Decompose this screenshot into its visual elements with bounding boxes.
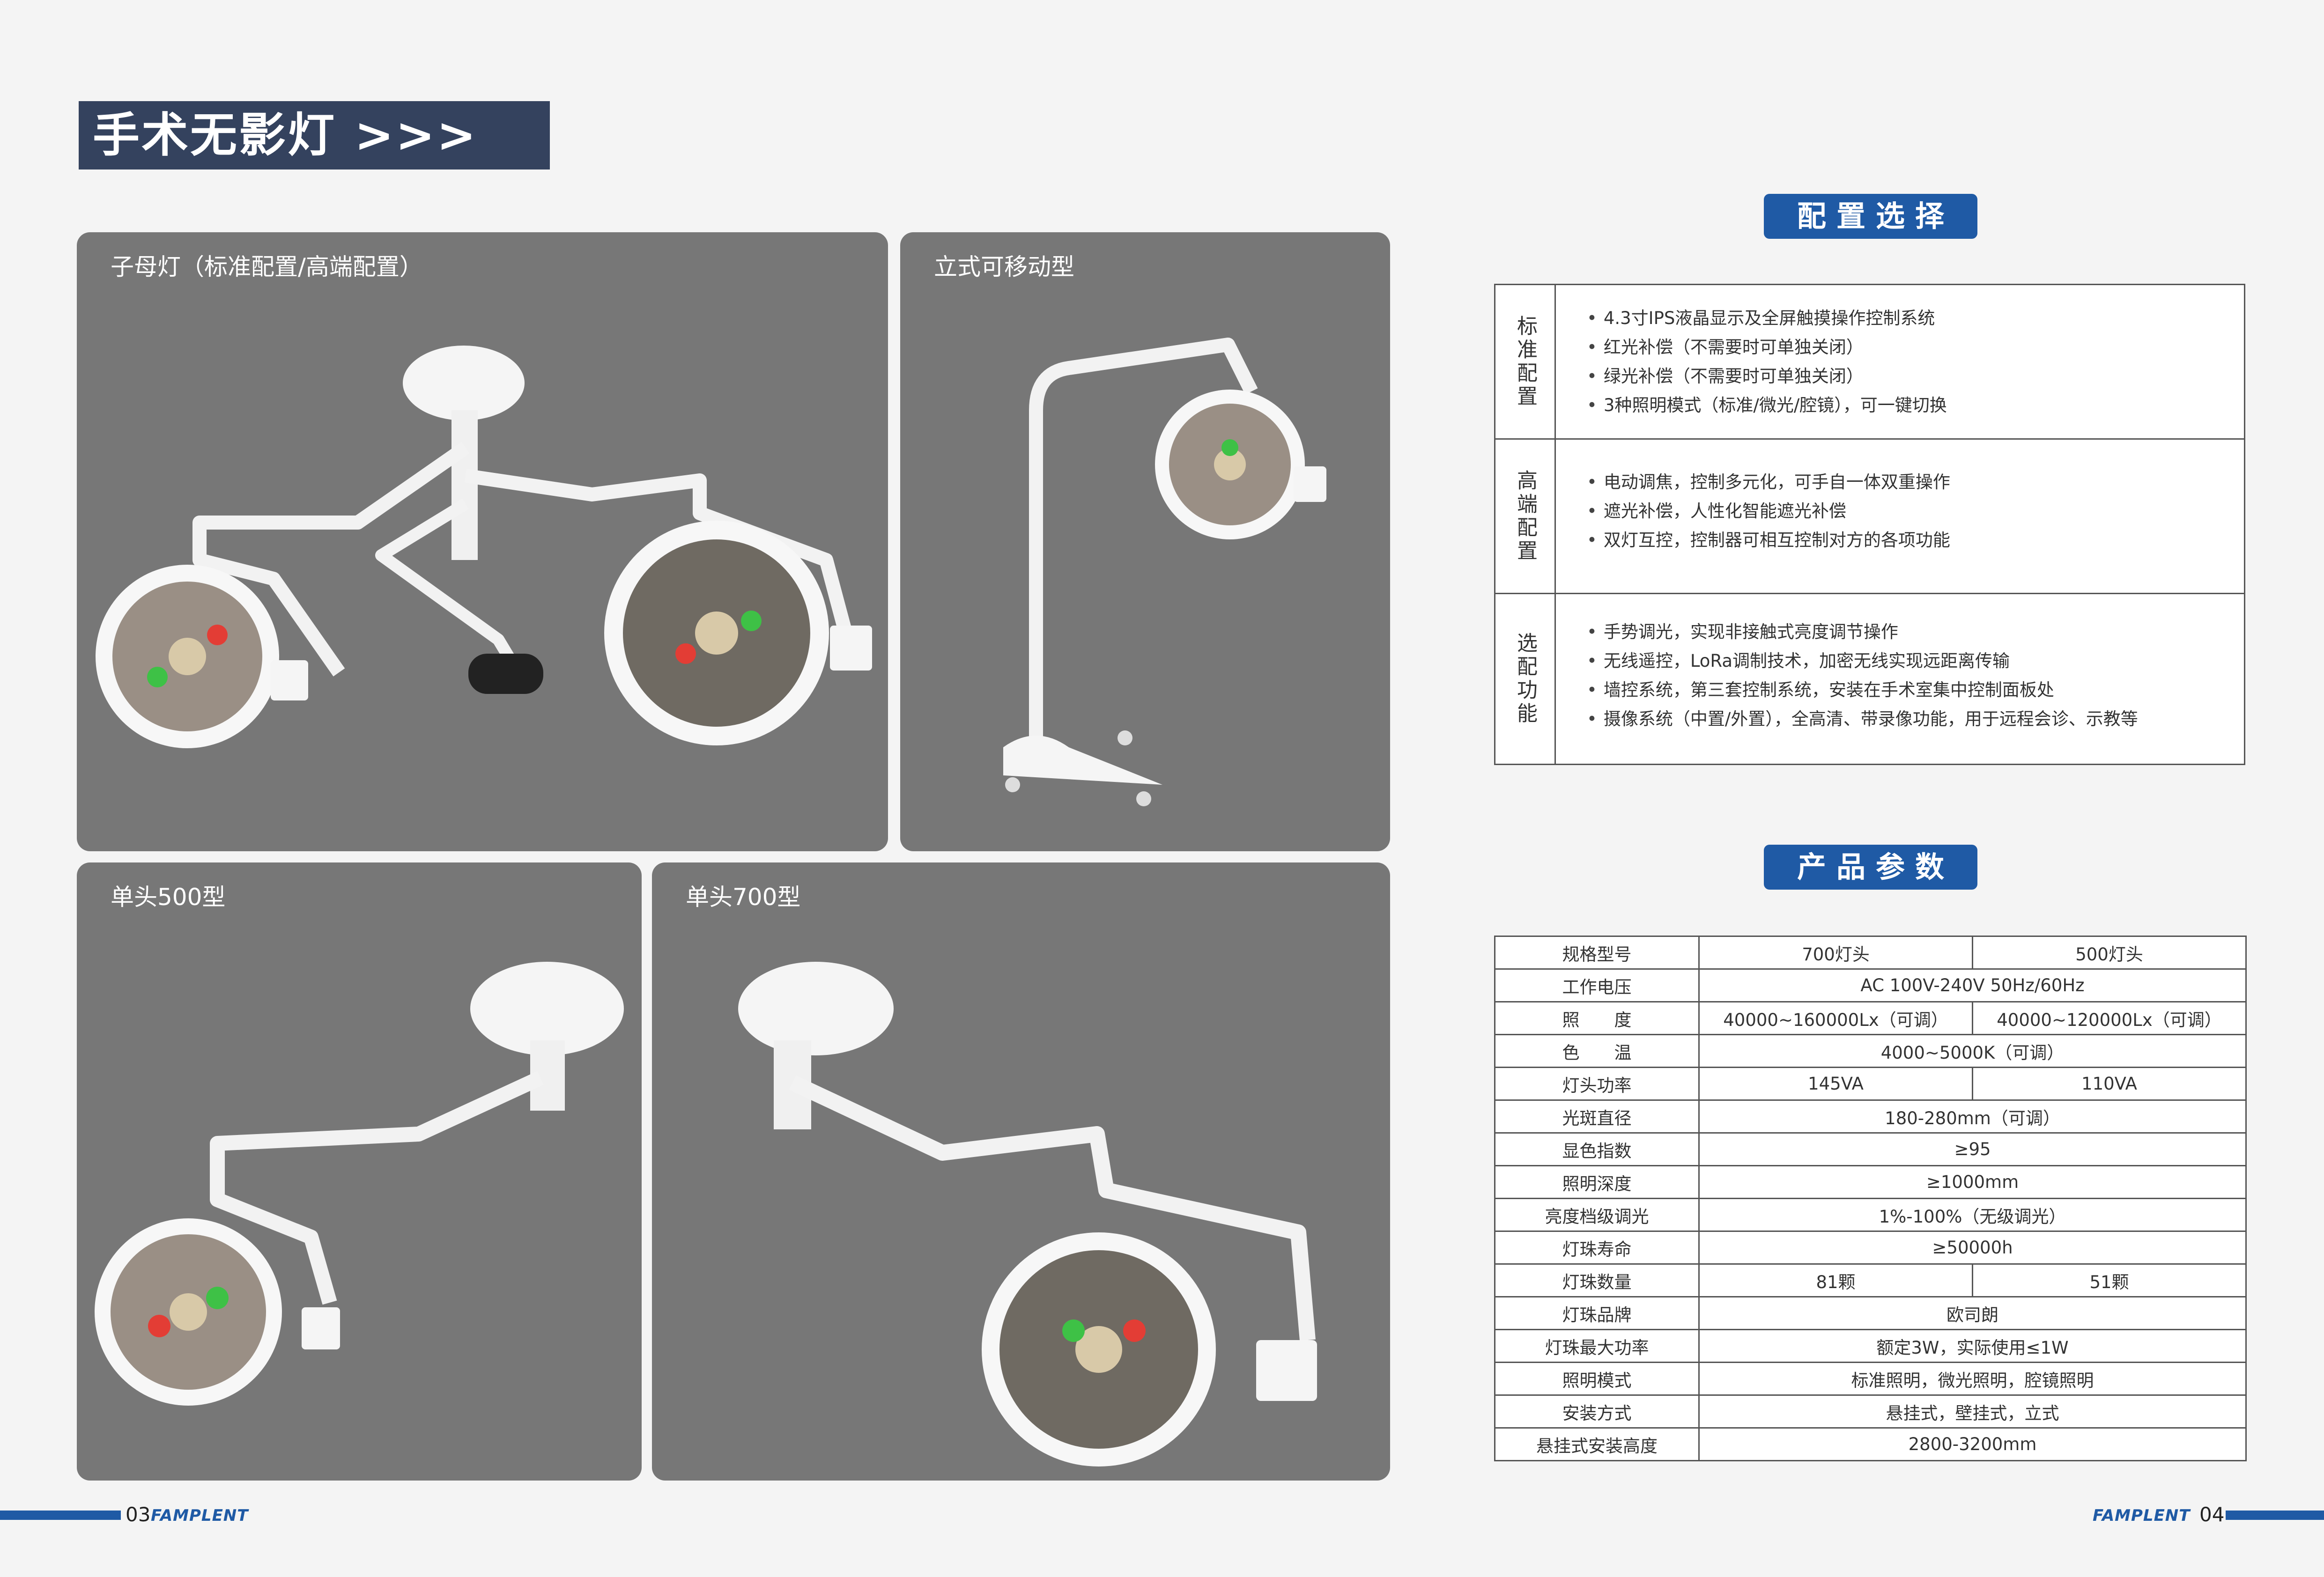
config-category: 选配功能 — [1495, 594, 1556, 764]
footer-bar-right — [2226, 1511, 2324, 1520]
page-number-right: 04 — [2199, 1503, 2225, 1526]
control-panel-icon — [830, 626, 872, 671]
config-section-title: 配置选择 — [1764, 194, 1977, 239]
params-label: 色 温 — [1494, 1034, 1700, 1068]
params-value: 悬挂式，壁挂式，立式 — [1698, 1394, 2247, 1429]
params-value: AC 100V-240V 50Hz/60Hz — [1698, 968, 2247, 1002]
params-value: 2800-3200mm — [1698, 1427, 2247, 1461]
config-item: 遮光补偿，人性化智能遮光补偿 — [1587, 497, 2235, 526]
params-value: 145VA — [1698, 1067, 1973, 1101]
params-row: 照明深度≥1000mm — [1494, 1165, 2247, 1199]
params-row: 灯珠品牌欧司朗 — [1494, 1296, 2247, 1330]
config-item: 红光补偿（不需要时可单独关闭） — [1587, 333, 2235, 362]
params-value: 额定3W，实际使用≤1W — [1698, 1329, 2247, 1363]
control-panel-icon — [271, 660, 308, 700]
page-number-left: 03 — [126, 1503, 151, 1526]
config-items: 手势调光，实现非接触式亮度调节操作 无线遥控，LoRa调制技术，加密无线实现远距… — [1587, 618, 2235, 734]
params-value: 700灯头 — [1698, 936, 1973, 970]
config-item: 3种照明模式（标准/微光/腔镜），可一键切换 — [1587, 391, 2235, 420]
params-row: 灯珠最大功率额定3W，实际使用≤1W — [1494, 1329, 2247, 1363]
params-label: 灯珠数量 — [1494, 1263, 1700, 1297]
params-row: 显色指数≥95 — [1494, 1132, 2247, 1166]
config-row-premium: 高端配置 电动调焦，控制多元化，可手自一体双重操作 遮光补偿，人性化智能遮光补偿… — [1495, 440, 2244, 594]
params-section-title: 产品参数 — [1764, 845, 1977, 890]
single-500-illustration — [95, 962, 624, 1406]
dual-lamp-illustration — [96, 346, 872, 748]
params-label: 规格型号 — [1494, 936, 1700, 970]
params-value: 180-280mm（可调） — [1698, 1099, 2247, 1134]
params-row: 灯珠寿命≥50000h — [1494, 1231, 2247, 1265]
params-label: 照明深度 — [1494, 1165, 1700, 1199]
brand-logo-right: FAMPLENT — [2093, 1506, 2191, 1525]
footer-bar-left — [0, 1511, 121, 1520]
params-value: 110VA — [1972, 1067, 2247, 1101]
params-value: 4000~5000K（可调） — [1698, 1034, 2247, 1068]
config-category: 标准配置 — [1495, 285, 1556, 438]
panel-mobile-lamp: 立式可移动型 — [900, 232, 1390, 851]
params-label: 亮度档级调光 — [1494, 1198, 1700, 1232]
panel-title: 子母灯（标准配置/高端配置） — [111, 253, 423, 280]
panel-dual-lamp: 子母灯（标准配置/高端配置） — [77, 232, 888, 851]
config-item: 双灯互控，控制器可相互控制对方的各项功能 — [1587, 526, 2235, 555]
panel-single-500: 单头500型 — [77, 862, 642, 1481]
config-item: 4.3寸IPS液晶显示及全屏触摸操作控制系统 — [1587, 304, 2235, 333]
config-item: 摄像系统（中置/外置），全高清、带录像功能，用于远程会诊、示教等 — [1587, 705, 2235, 734]
params-label: 悬挂式安装高度 — [1494, 1427, 1700, 1461]
params-value: 40000~160000Lx（可调） — [1698, 1001, 1973, 1035]
params-value: 40000~120000Lx（可调） — [1972, 1001, 2247, 1035]
params-value: 标准照明，微光照明，腔镜照明 — [1698, 1362, 2247, 1396]
config-item: 绿光补偿（不需要时可单独关闭） — [1587, 362, 2235, 391]
params-label: 灯头功率 — [1494, 1067, 1700, 1101]
params-row: 照明模式标准照明，微光照明，腔镜照明 — [1494, 1362, 2247, 1396]
params-value: ≥95 — [1698, 1132, 2247, 1166]
params-label: 灯珠最大功率 — [1494, 1329, 1700, 1363]
panel-title: 单头700型 — [686, 884, 801, 911]
panel-title: 单头500型 — [111, 884, 226, 911]
config-item: 电动调焦，控制多元化，可手自一体双重操作 — [1587, 468, 2235, 497]
panel-single-700: 单头700型 — [652, 862, 1390, 1481]
mobile-lamp-illustration — [1003, 338, 1326, 806]
params-label: 灯珠寿命 — [1494, 1231, 1700, 1265]
params-label: 灯珠品牌 — [1494, 1296, 1700, 1330]
params-value: ≥1000mm — [1698, 1165, 2247, 1199]
params-value: 500灯头 — [1972, 936, 2247, 970]
config-table: 标准配置 4.3寸IPS液晶显示及全屏触摸操作控制系统 红光补偿（不需要时可单独… — [1494, 284, 2245, 765]
params-label: 显色指数 — [1494, 1132, 1700, 1166]
config-item: 无线遥控，LoRa调制技术，加密无线实现远距离传输 — [1587, 647, 2235, 676]
params-value: ≥50000h — [1698, 1231, 2247, 1265]
params-label: 照明模式 — [1494, 1362, 1700, 1396]
config-row-standard: 标准配置 4.3寸IPS液晶显示及全屏触摸操作控制系统 红光补偿（不需要时可单独… — [1495, 285, 2244, 440]
params-label: 光斑直径 — [1494, 1099, 1700, 1134]
params-label: 安装方式 — [1494, 1394, 1700, 1429]
params-label: 工作电压 — [1494, 968, 1700, 1002]
config-item: 手势调光，实现非接触式亮度调节操作 — [1587, 618, 2235, 647]
config-items: 电动调焦，控制多元化，可手自一体双重操作 遮光补偿，人性化智能遮光补偿 双灯互控… — [1587, 468, 2235, 555]
config-items: 4.3寸IPS液晶显示及全屏触摸操作控制系统 红光补偿（不需要时可单独关闭） 绿… — [1587, 304, 2235, 420]
single-700-illustration — [738, 962, 1317, 1466]
panel-title: 立式可移动型 — [934, 253, 1074, 280]
config-row-optional: 选配功能 手势调光，实现非接触式亮度调节操作 无线遥控，LoRa调制技术，加密无… — [1495, 594, 2244, 764]
page-title: 手术无影灯 >>> — [79, 101, 550, 169]
brand-logo-left: FAMPLENT — [151, 1506, 249, 1525]
params-value: 81颗 — [1698, 1263, 1973, 1297]
config-item: 墙控系统，第三套控制系统，安装在手术室集中控制面板处 — [1587, 676, 2235, 705]
config-category: 高端配置 — [1495, 440, 1556, 593]
params-value: 51颗 — [1972, 1263, 2247, 1297]
params-row: 安装方式悬挂式，壁挂式，立式 — [1494, 1394, 2247, 1429]
params-label: 照 度 — [1494, 1001, 1700, 1035]
params-value: 欧司朗 — [1698, 1296, 2247, 1330]
params-value: 1%-100%（无级调光） — [1698, 1198, 2247, 1232]
